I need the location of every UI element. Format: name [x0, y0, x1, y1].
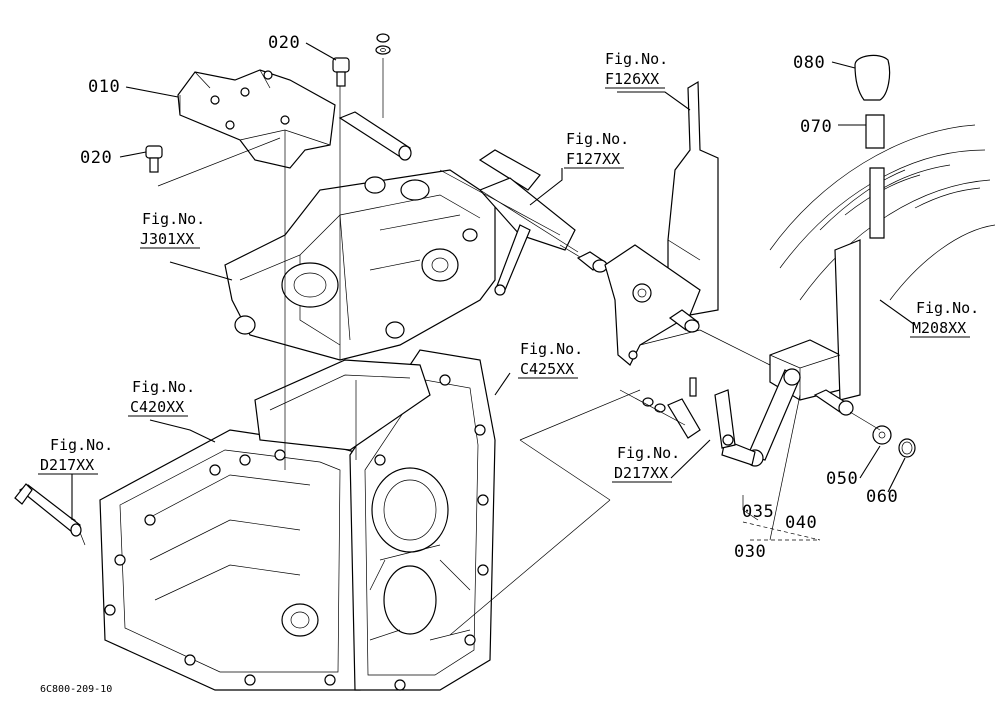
lever-leader	[769, 394, 801, 541]
rod-assembly-left	[14, 483, 82, 537]
fig-ref-d217-right-line1: Fig.No.	[617, 444, 680, 462]
fig-ref-j301-code: J301XX	[140, 230, 194, 248]
fig-ref-j301-line1: Fig.No.	[142, 210, 205, 228]
fig-ref-f127-line1: Fig.No.	[566, 130, 629, 148]
snap-ring-060	[898, 438, 916, 458]
bushing-f127	[559, 244, 608, 273]
drawing-id: 6C800-209-10	[40, 684, 112, 695]
fig-ref-f126-code: F126XX	[605, 70, 659, 88]
fig-ref-f126-line1: Fig.No.	[605, 50, 668, 68]
bolt-020-left	[145, 145, 163, 173]
assembly-lines-right	[439, 169, 821, 636]
label-040: 040	[785, 513, 817, 533]
label-020-left: 020	[80, 148, 112, 168]
sleeve-070	[865, 114, 885, 149]
label-035: 035	[742, 502, 774, 522]
lever-rod	[869, 167, 885, 239]
assembly-lines-left	[39, 58, 384, 546]
label-020-top: 020	[268, 33, 300, 53]
fig-ref-c420-line1: Fig.No.	[132, 378, 195, 396]
washers-top	[375, 33, 391, 55]
label-010: 010	[88, 77, 120, 97]
fig-ref-d217-right-code: D217XX	[614, 464, 668, 482]
bushing-f126	[668, 309, 771, 366]
pin-040	[813, 389, 854, 416]
valve-block	[224, 169, 496, 361]
transmission-case	[99, 349, 496, 691]
fig-ref-m208-line1: Fig.No.	[916, 299, 979, 317]
bracket-f126	[604, 80, 719, 366]
label-050: 050	[826, 469, 858, 489]
label-070: 070	[800, 117, 832, 137]
fig-ref-c425-code: C425XX	[520, 360, 574, 378]
lever-f127	[478, 149, 579, 296]
fig-ref-c425-line1: Fig.No.	[520, 340, 583, 358]
label-080: 080	[793, 53, 825, 73]
knob-080	[854, 54, 891, 101]
bolt-020-top	[332, 57, 350, 87]
fig-ref-m208-code: M208XX	[912, 319, 966, 337]
fig-ref-d217-left-code: D217XX	[40, 456, 94, 474]
pin-group-d217	[619, 377, 736, 449]
fig-ref-d217-left-line1: Fig.No.	[50, 436, 113, 454]
lever-pin-axis	[849, 411, 881, 431]
washer-050	[872, 425, 892, 445]
label-030: 030	[734, 542, 766, 562]
leader-lines	[71, 42, 916, 520]
fig-ref-c420-code: C420XX	[130, 398, 184, 416]
fig-ref-f127-code: F127XX	[566, 150, 620, 168]
bracket-010	[177, 69, 412, 169]
label-060: 060	[866, 487, 898, 507]
